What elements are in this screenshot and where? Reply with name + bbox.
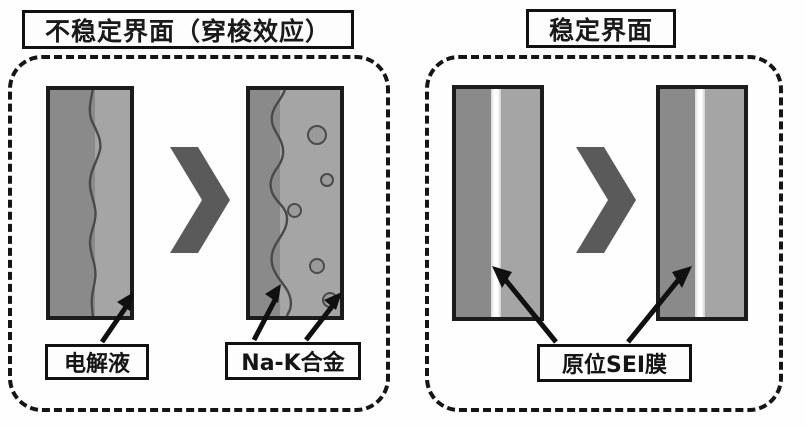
- wavy-interface-line: [88, 90, 102, 316]
- label-nak-alloy-text: Na-K合金: [241, 351, 345, 376]
- panel-group-stable: [425, 55, 783, 412]
- panel-title-unstable-text: 不稳定界面（穿梭效应）: [44, 16, 331, 46]
- cell-stable-before: [452, 85, 544, 321]
- electrolyte-region: [456, 89, 492, 317]
- chevron-right-icon: [170, 147, 230, 253]
- arrow-pointer-icon-nak-right: [304, 292, 342, 342]
- panel-title-stable-text: 稳定界面: [548, 15, 653, 45]
- arrow-pointer-icon-sei-left: [492, 266, 558, 344]
- chevron-right-icon: [576, 147, 636, 253]
- alloy-bubble: [307, 125, 327, 145]
- label-electrolyte-text: 电解液: [63, 352, 130, 377]
- arrow-pointer-icon-nak-left: [251, 284, 281, 342]
- alloy-bubble: [309, 258, 325, 274]
- alloy-bubble: [320, 173, 334, 187]
- sei-film-layer: [491, 89, 501, 317]
- sei-film-layer: [695, 89, 705, 317]
- arrow-pointer-icon-electrolyte: [99, 292, 134, 344]
- panel-title-stable: 稳定界面: [526, 9, 676, 48]
- panel-group-unstable: [8, 55, 390, 412]
- label-electrolyte: 电解液: [45, 344, 149, 380]
- cell-unstable-before: [46, 86, 134, 320]
- label-sei-film: 原位SEI膜: [537, 344, 692, 382]
- cell-stable-after: [656, 85, 748, 321]
- alloy-region: [94, 90, 130, 316]
- alloy-region: [704, 89, 744, 317]
- label-nak-alloy: Na-K合金: [225, 342, 361, 380]
- alloy-bubble: [287, 203, 302, 218]
- arrow-pointer-icon-sei-right: [626, 266, 692, 344]
- electrolyte-region: [50, 90, 95, 316]
- panel-title-unstable: 不稳定界面（穿梭效应）: [22, 10, 354, 49]
- wavy-interface-line: [269, 90, 293, 316]
- label-sei-film-text: 原位SEI膜: [561, 353, 668, 378]
- cell-unstable-after: [246, 86, 344, 320]
